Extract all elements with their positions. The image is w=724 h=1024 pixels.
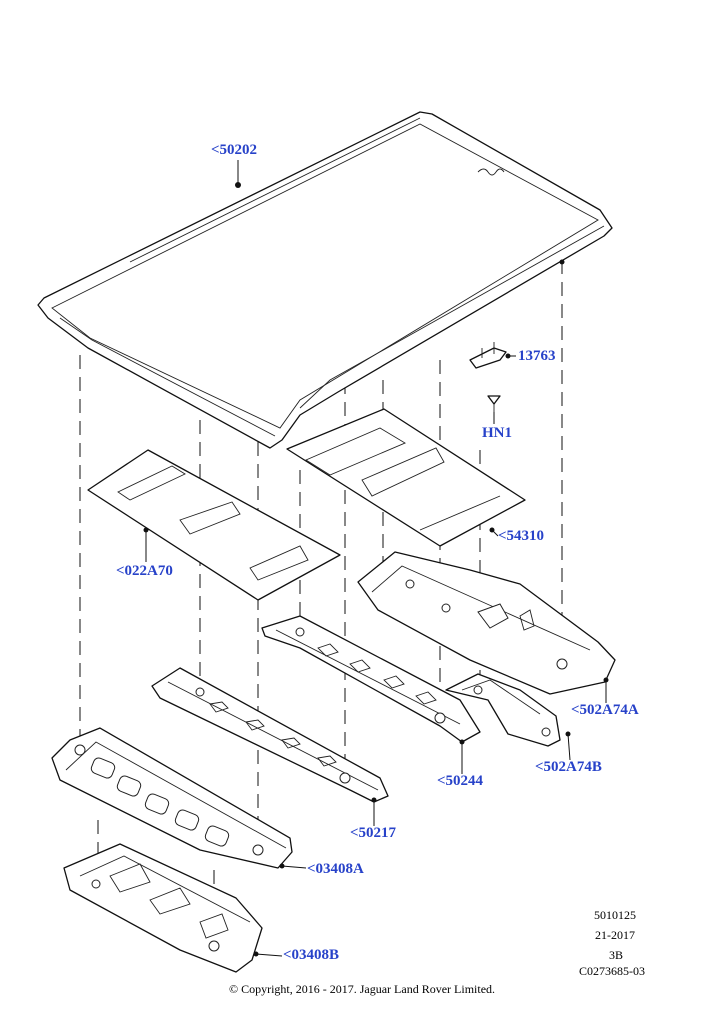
- callout-front-header-lower[interactable]: <03408B: [283, 947, 340, 963]
- callout-clip[interactable]: HN1: [482, 425, 512, 441]
- copyright-notice: © Copyright, 2016 - 2017. Jaguar Land Ro…: [228, 982, 496, 996]
- callout-rear-pad[interactable]: <54310: [498, 528, 545, 544]
- clip-hn1[interactable]: [487, 395, 501, 412]
- callout-rear-bracket[interactable]: <502A74B: [535, 759, 602, 775]
- leader-lines: [145, 160, 607, 957]
- illustration-revision: 3B: [609, 948, 624, 962]
- callout-front-header-upper[interactable]: <03408A: [307, 861, 364, 877]
- callout-bracket[interactable]: 13763: [518, 348, 556, 364]
- illustration-code: 5010125: [594, 908, 636, 922]
- rear-rail[interactable]: [357, 551, 616, 695]
- illustration-date: 21-2017: [595, 928, 635, 942]
- callout-front-bow[interactable]: <50217: [350, 825, 397, 841]
- front-bow[interactable]: [151, 667, 389, 803]
- illustration-reference: C0273685-03: [579, 964, 645, 978]
- callout-front-pad[interactable]: <022A70: [116, 563, 173, 579]
- rear-pad[interactable]: [286, 408, 526, 547]
- roof-panel[interactable]: [37, 111, 613, 449]
- bracket-13763[interactable]: [469, 342, 511, 369]
- front-header-upper[interactable]: [51, 727, 293, 869]
- callout-mid-bow[interactable]: <50244: [437, 773, 484, 789]
- front-pad[interactable]: [87, 449, 341, 601]
- callout-roof-panel[interactable]: <50202: [211, 142, 258, 158]
- middle-bow[interactable]: [261, 615, 481, 745]
- callout-rear-rail[interactable]: <502A74A: [571, 702, 639, 718]
- front-header-lower[interactable]: [63, 843, 263, 973]
- rear-bracket[interactable]: [445, 673, 571, 747]
